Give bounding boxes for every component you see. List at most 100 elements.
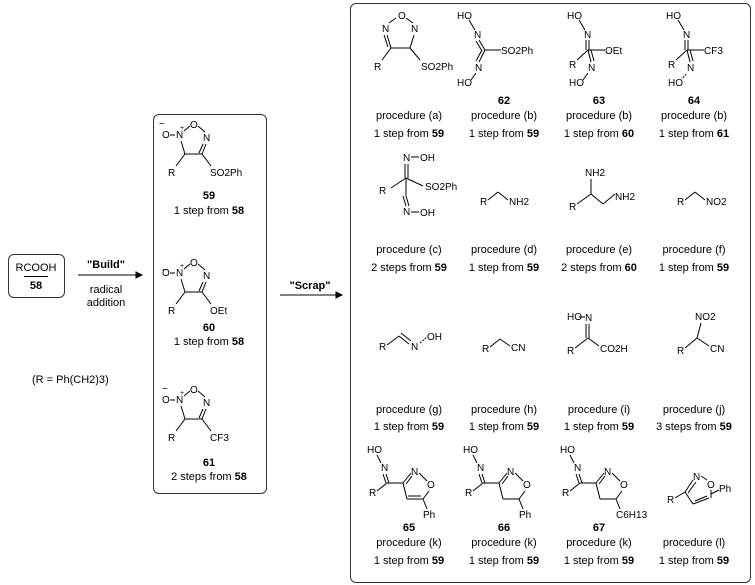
product-steps: 1 step from 59 xyxy=(659,555,729,568)
product-steps-ref: 59 xyxy=(434,262,447,274)
product-procedure: procedure (b) xyxy=(565,110,633,122)
svg-text:NO2: NO2 xyxy=(706,197,727,208)
product-steps-text: 1 step from xyxy=(658,262,714,274)
product-64-structure: HO N CF3 R N HO xyxy=(666,11,723,89)
compound-60-structure: − O N + O N R OEt xyxy=(162,258,227,317)
product-l-structure: N O R Ph xyxy=(667,472,731,506)
svg-text:N: N xyxy=(411,342,418,353)
svg-text:N: N xyxy=(604,467,611,478)
product-steps-text: 1 step from xyxy=(563,421,619,433)
svg-text:+: + xyxy=(180,263,184,270)
product-c-structure: N OH R SO2Ph N OH xyxy=(379,153,457,219)
product-steps-ref: 61 xyxy=(716,128,730,140)
svg-text:SO2Ph: SO2Ph xyxy=(210,168,242,179)
svg-text:N: N xyxy=(693,472,700,483)
product-steps: 1 step from 59 xyxy=(469,262,539,275)
svg-text:N: N xyxy=(507,467,514,478)
svg-text:R: R xyxy=(668,60,675,71)
svg-text:O: O xyxy=(190,120,198,131)
start-material-formula: RCOOH xyxy=(15,262,57,274)
product-d-structure: R NH2 xyxy=(480,191,529,208)
product-steps-ref: 60 xyxy=(621,128,635,140)
svg-text:HO: HO xyxy=(463,445,478,456)
product-steps: 1 step from 59 xyxy=(564,421,634,434)
product-steps-ref: 59 xyxy=(719,421,732,433)
svg-text:O: O xyxy=(162,395,170,406)
start-material-number: 58 xyxy=(29,280,43,292)
svg-text:O: O xyxy=(162,268,170,279)
svg-text:O: O xyxy=(162,130,170,141)
product-procedure: procedure (c) xyxy=(376,244,442,256)
compound-60-steps: 1 step from 58 xyxy=(173,336,245,348)
svg-text:R: R xyxy=(168,306,175,317)
product-67-structure: HO N R N O C6H13 xyxy=(560,445,648,521)
middle-intermediates-box xyxy=(153,114,267,494)
product-steps-text: 1 step from xyxy=(658,555,714,567)
svg-text:SO2Ph: SO2Ph xyxy=(421,62,453,73)
product-steps-text: 1 step from xyxy=(468,421,524,433)
product-number: 67 xyxy=(592,522,606,534)
product-steps-ref: 59 xyxy=(526,128,540,140)
svg-text:Ph: Ph xyxy=(719,484,731,495)
product-steps: 1 step from 59 xyxy=(469,128,539,141)
scrap-arrow-label: "Scrap" xyxy=(289,280,331,292)
svg-text:O: O xyxy=(707,480,715,491)
product-procedure: procedure (j) xyxy=(662,404,726,416)
product-procedure: procedure (f) xyxy=(662,244,726,256)
svg-text:N: N xyxy=(687,63,694,74)
product-steps-text: 1 step from xyxy=(373,421,429,433)
compound-61-structure: − O N + O N R CF3 xyxy=(162,384,229,444)
svg-text:R: R xyxy=(667,495,674,506)
svg-text:N: N xyxy=(203,271,210,282)
svg-text:CN: CN xyxy=(511,343,525,354)
svg-text:O: O xyxy=(190,258,198,269)
product-procedure: procedure (h) xyxy=(470,404,538,416)
product-steps: 2 steps from 60 xyxy=(561,262,637,275)
svg-text:N: N xyxy=(382,24,389,35)
product-procedure: procedure (g) xyxy=(375,404,443,416)
product-procedure: procedure (d) xyxy=(470,244,538,256)
product-procedure: procedure (a) xyxy=(375,110,443,122)
svg-text:R: R xyxy=(569,202,576,213)
svg-text:R: R xyxy=(567,346,574,357)
svg-text:HO: HO xyxy=(567,312,582,323)
svg-text:CF3: CF3 xyxy=(210,433,229,444)
svg-text:R: R xyxy=(480,197,487,208)
product-procedure: procedure (k) xyxy=(471,537,537,549)
product-number: 64 xyxy=(687,95,701,107)
compound-60-number: 60 xyxy=(202,322,216,334)
product-steps-ref: 59 xyxy=(621,555,635,567)
product-steps-text: 1 step from xyxy=(468,555,524,567)
product-steps-ref: 59 xyxy=(526,555,540,567)
svg-text:NH2: NH2 xyxy=(585,168,605,179)
build-arrow-label: "Build" xyxy=(87,259,125,271)
svg-text:HO: HO xyxy=(567,11,582,22)
svg-text:Ph: Ph xyxy=(423,510,435,521)
product-steps-text: 1 step from xyxy=(468,128,524,140)
product-steps-ref: 59 xyxy=(621,421,635,433)
svg-text:N: N xyxy=(411,467,418,478)
scrap-arrow xyxy=(280,291,344,299)
svg-text:R: R xyxy=(168,433,175,444)
svg-text:N: N xyxy=(403,207,410,218)
product-steps-text: 1 step from xyxy=(563,128,619,140)
product-steps: 1 step from 60 xyxy=(564,128,634,141)
svg-text:R: R xyxy=(677,346,684,357)
product-steps: 3 steps from 59 xyxy=(656,421,732,434)
svg-text:HO: HO xyxy=(666,11,681,22)
product-steps-ref: 59 xyxy=(716,555,730,567)
svg-text:N: N xyxy=(203,133,210,144)
product-number: 63 xyxy=(592,95,606,107)
svg-text:N: N xyxy=(474,30,481,41)
product-steps: 1 step from 59 xyxy=(659,262,729,275)
product-steps-ref: 59 xyxy=(526,421,540,433)
product-steps: 1 step from 61 xyxy=(659,128,729,141)
product-steps-ref: 59 xyxy=(431,128,445,140)
svg-text:−: − xyxy=(162,384,168,395)
svg-text:R: R xyxy=(482,344,489,355)
svg-text:OH: OH xyxy=(420,208,435,219)
product-steps-text: 2 steps from xyxy=(561,262,622,274)
product-steps-text: 3 steps from xyxy=(656,421,717,433)
svg-text:O: O xyxy=(523,480,531,491)
product-steps-ref: 59 xyxy=(716,262,730,274)
